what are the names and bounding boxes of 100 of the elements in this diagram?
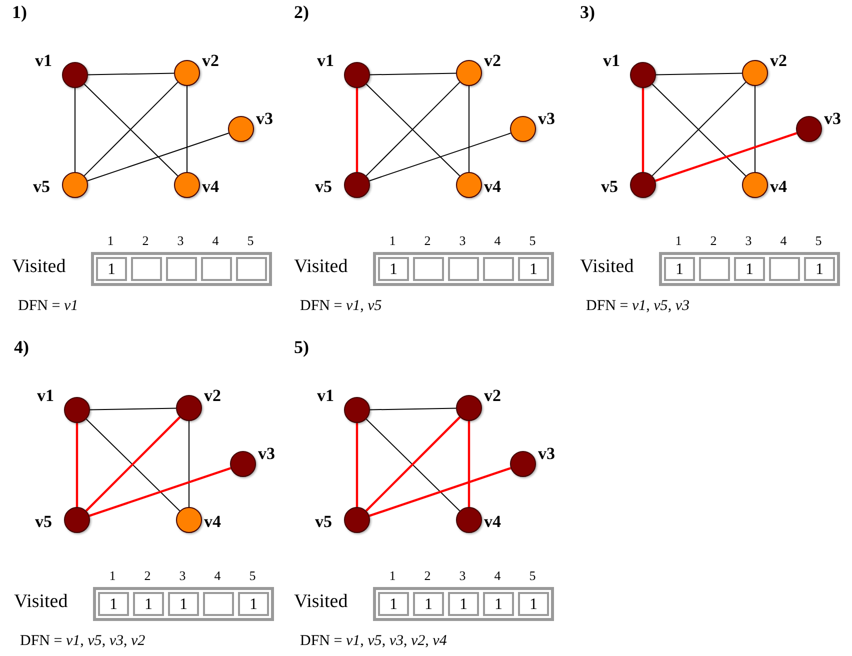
panel-number: 3) bbox=[580, 2, 595, 23]
vertex-label: v1 bbox=[603, 51, 620, 71]
visited-cell: 1 bbox=[168, 592, 199, 616]
vertex-circle bbox=[174, 60, 200, 86]
visited-cell: 1 bbox=[664, 257, 695, 281]
visited-cell: 1 bbox=[378, 257, 409, 281]
column-index: 4 bbox=[213, 568, 222, 584]
visited-cell: 1 bbox=[96, 257, 127, 281]
vertex-label: v3 bbox=[824, 109, 841, 129]
column-index: 3 bbox=[178, 568, 187, 584]
vertex-label: v5 bbox=[33, 177, 50, 197]
visited-cell: 1 bbox=[518, 592, 549, 616]
row-label: Visited bbox=[14, 591, 68, 613]
vertex-label: v5 bbox=[315, 512, 332, 532]
panel-number: 4) bbox=[14, 337, 29, 358]
vertex-circle bbox=[456, 395, 482, 421]
vertex-circle bbox=[796, 116, 822, 142]
vertex-circle bbox=[510, 116, 536, 142]
vertex-circle bbox=[630, 172, 656, 198]
panel-number: 1) bbox=[12, 2, 27, 23]
vertex-label: v1 bbox=[317, 386, 334, 406]
graph-edge bbox=[656, 72, 742, 76]
visited-cell: 1 bbox=[483, 592, 514, 616]
vertex-label: v5 bbox=[35, 512, 52, 532]
column-index: 3 bbox=[176, 233, 185, 249]
vertex-circle bbox=[230, 451, 256, 477]
vertex-circle bbox=[510, 451, 536, 477]
vertex-label: v2 bbox=[202, 51, 219, 71]
vertex-circle bbox=[344, 397, 370, 423]
column-index: 2 bbox=[423, 568, 432, 584]
dfn-sequence: DFN = v1 bbox=[18, 298, 78, 315]
column-index: 5 bbox=[528, 568, 537, 584]
column-index: 3 bbox=[744, 233, 753, 249]
vertex-circle bbox=[174, 172, 200, 198]
vertex-circle bbox=[456, 60, 482, 86]
highlighted-edge bbox=[642, 88, 644, 172]
graph-edge bbox=[86, 132, 230, 182]
vertex-label: v4 bbox=[770, 177, 787, 197]
panel-number: 5) bbox=[294, 337, 309, 358]
highlighted-edge bbox=[654, 132, 798, 182]
visited-cell: 1 bbox=[98, 592, 129, 616]
visited-cell: 1 bbox=[133, 592, 164, 616]
column-index: 2 bbox=[423, 233, 432, 249]
row-label: Visited bbox=[294, 591, 348, 613]
vertex-label: v4 bbox=[204, 512, 221, 532]
column-index: 2 bbox=[143, 568, 152, 584]
vertex-label: v1 bbox=[37, 386, 54, 406]
vertex-label: v3 bbox=[258, 444, 275, 464]
vertex-label: v4 bbox=[484, 177, 501, 197]
vertex-label: v5 bbox=[315, 177, 332, 197]
vertex-circle bbox=[62, 172, 88, 198]
column-index: 1 bbox=[388, 568, 397, 584]
column-index: 3 bbox=[458, 568, 467, 584]
vertex-label: v1 bbox=[317, 51, 334, 71]
graph-edge bbox=[90, 408, 176, 410]
column-index: 5 bbox=[248, 568, 257, 584]
column-index: 2 bbox=[709, 233, 718, 249]
vertex-circle bbox=[456, 507, 482, 533]
vertex-circle bbox=[176, 395, 202, 421]
vertex-label: v4 bbox=[202, 177, 219, 197]
graph-edge bbox=[186, 86, 188, 172]
vertex-label: v5 bbox=[601, 177, 618, 197]
graph-edge bbox=[468, 86, 470, 172]
column-index: 4 bbox=[211, 233, 220, 249]
vertex-label: v1 bbox=[35, 51, 52, 71]
graph-edge bbox=[368, 132, 512, 182]
dfn-sequence: DFN = v1, v5 bbox=[300, 298, 382, 315]
graph-edge bbox=[754, 86, 756, 172]
vertex-circle bbox=[344, 172, 370, 198]
row-label: Visited bbox=[580, 256, 634, 278]
vertex-label: v2 bbox=[770, 51, 787, 71]
column-index: 5 bbox=[528, 233, 537, 249]
vertex-circle bbox=[344, 507, 370, 533]
graph-edge bbox=[370, 72, 456, 76]
vertex-label: v4 bbox=[484, 512, 501, 532]
column-index: 1 bbox=[388, 233, 397, 249]
vertex-circle bbox=[64, 397, 90, 423]
vertex-circle bbox=[344, 62, 370, 88]
column-index: 4 bbox=[493, 568, 502, 584]
graph-edge bbox=[88, 72, 174, 76]
highlighted-edge bbox=[368, 467, 512, 517]
dfn-sequence: DFN = v1, v5, v3, v2, v4 bbox=[300, 633, 447, 650]
graph-edge bbox=[188, 420, 190, 508]
visited-cell: 1 bbox=[378, 592, 409, 616]
column-index: 4 bbox=[779, 233, 788, 249]
vertex-label: v2 bbox=[204, 386, 221, 406]
vertex-circle bbox=[176, 507, 202, 533]
column-index: 1 bbox=[108, 568, 117, 584]
vertex-circle bbox=[742, 60, 768, 86]
panel-number: 2) bbox=[294, 2, 309, 23]
graph-edge bbox=[370, 408, 456, 410]
visited-cell: 1 bbox=[804, 257, 835, 281]
column-index: 2 bbox=[141, 233, 150, 249]
vertex-label: v2 bbox=[484, 386, 501, 406]
vertex-circle bbox=[630, 62, 656, 88]
column-index: 1 bbox=[106, 233, 115, 249]
visited-cell: 1 bbox=[734, 257, 765, 281]
highlighted-edge bbox=[88, 467, 232, 517]
vertex-circle bbox=[456, 172, 482, 198]
highlighted-edge bbox=[76, 423, 78, 507]
